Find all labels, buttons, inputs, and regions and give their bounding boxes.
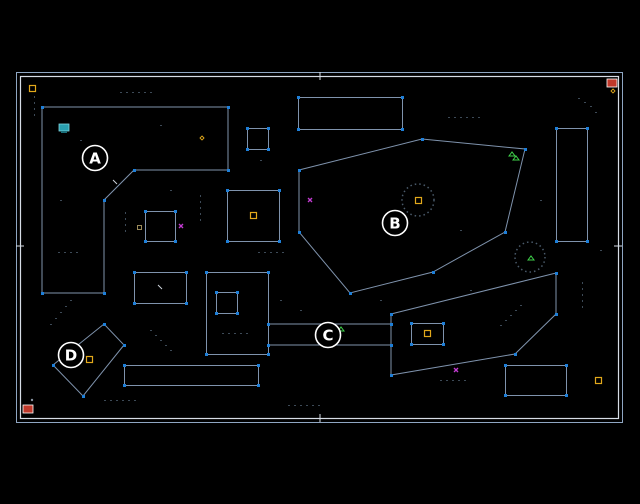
zone-label-a[interactable]: A [81, 144, 109, 172]
room-top-center [298, 97, 403, 130]
room-center-block [206, 272, 269, 355]
room-lower-left [134, 272, 187, 304]
computer-icon[interactable] [58, 123, 70, 133]
terminal-icon[interactable] [606, 78, 618, 88]
pickup-diamond-icon[interactable] [199, 135, 205, 141]
debris-icon [30, 398, 34, 402]
room-small-left [145, 211, 176, 242]
crate-icon[interactable] [414, 196, 423, 205]
marker-triangle-icon[interactable] [508, 151, 516, 157]
room-c-east [390, 272, 557, 376]
crate-icon[interactable] [594, 376, 603, 385]
svg-text:A: A [89, 150, 101, 168]
room-inner-square [216, 292, 238, 314]
room-center-left [227, 190, 280, 242]
walls [41, 97, 588, 397]
zone-a-room [41, 106, 229, 294]
crate-icon[interactable] [249, 211, 258, 220]
svg-text:D: D [65, 347, 77, 365]
zone-b-room [298, 138, 526, 294]
small-room-1 [247, 128, 269, 150]
hazard-x-icon[interactable] [453, 367, 459, 373]
crate-icon[interactable] [28, 84, 37, 93]
debris-icon [157, 284, 163, 290]
zone-label-d[interactable]: D [57, 341, 85, 369]
marker-triangle-icon[interactable] [527, 255, 535, 261]
svg-text:C: C [322, 327, 333, 345]
debris-icon [112, 179, 118, 185]
zone-label-b[interactable]: B [381, 209, 409, 237]
crate-icon[interactable] [85, 355, 94, 364]
wall-nodes [41, 96, 589, 398]
terminal-icon[interactable] [22, 404, 34, 414]
floor-dots [34, 92, 602, 406]
outer-boundary [16, 72, 623, 423]
dotted-rings [401, 183, 546, 273]
room-right-tall [556, 128, 588, 242]
hazard-x-icon[interactable] [178, 223, 184, 229]
zone-label-c[interactable]: C [314, 321, 342, 349]
room-c-inner [411, 323, 444, 345]
crate-icon[interactable] [423, 329, 432, 338]
marker-triangle-icon[interactable] [512, 155, 520, 161]
pickup-diamond-icon[interactable] [610, 88, 616, 94]
room-bottom-strip [124, 365, 259, 386]
room-bottom-right [505, 365, 567, 396]
items [22, 78, 618, 414]
crate-icon[interactable] [137, 225, 142, 230]
svg-text:B: B [389, 215, 400, 233]
hazard-x-icon[interactable] [307, 197, 313, 203]
